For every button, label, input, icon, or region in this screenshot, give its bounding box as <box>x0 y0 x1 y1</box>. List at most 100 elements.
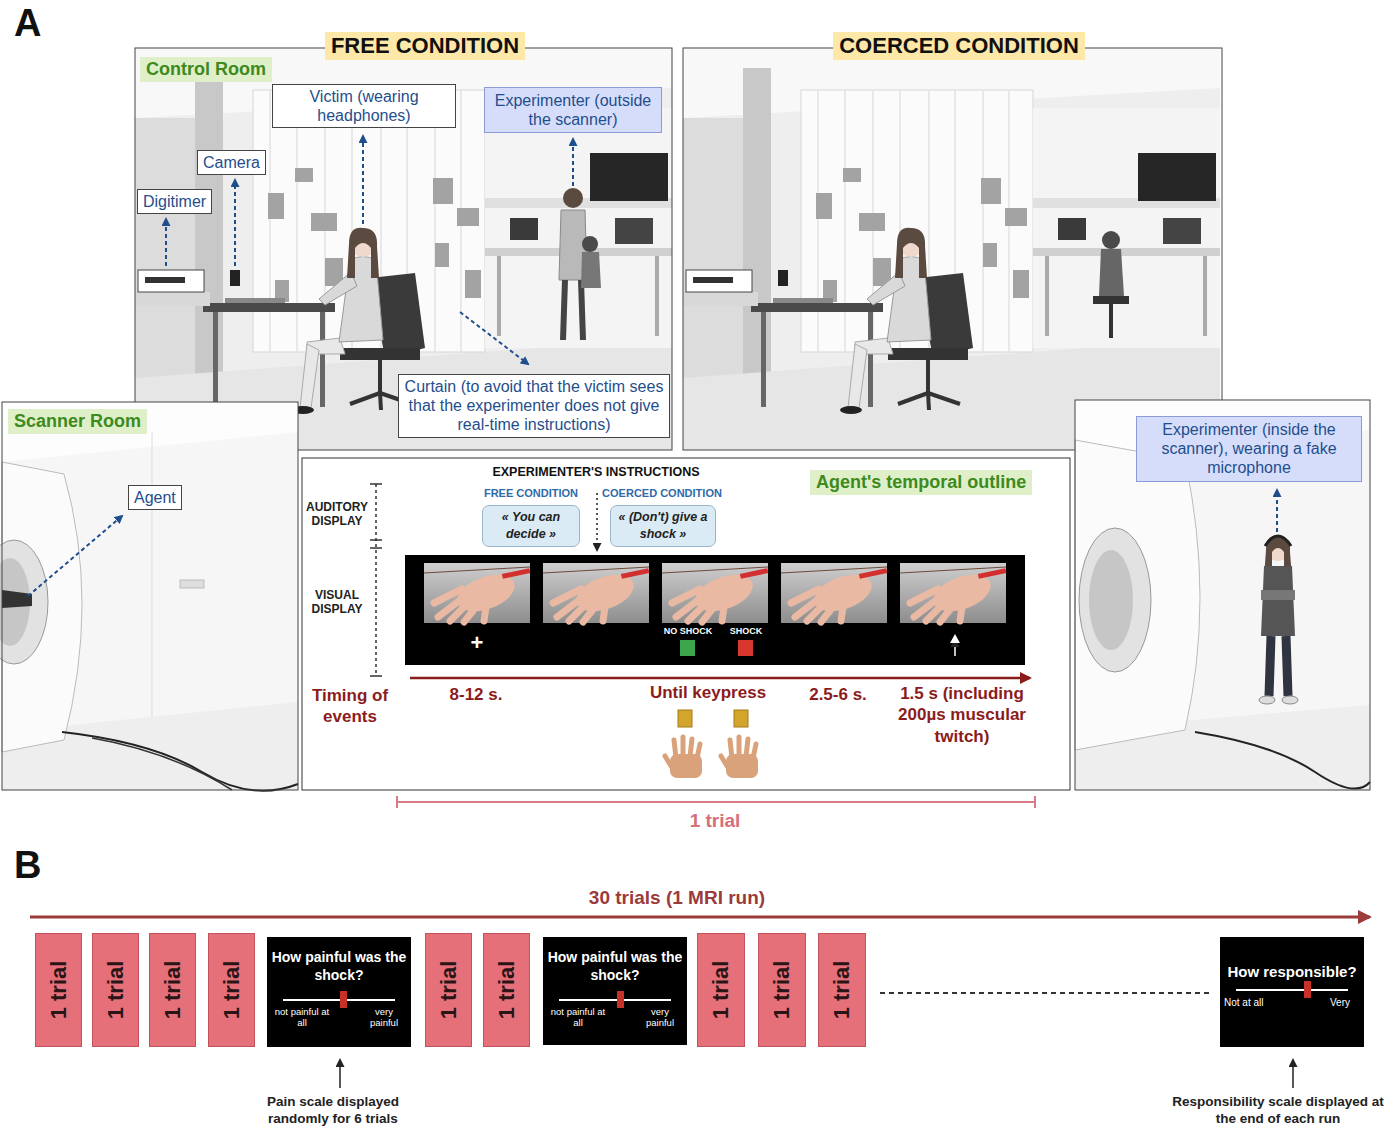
box-text: 1 trial <box>494 961 520 1020</box>
box-text: Experimenter (outside the scanner) <box>490 91 656 129</box>
illustration-part <box>396 796 398 808</box>
scale-caption: Not at all <box>1224 997 1263 1009</box>
illustration-part <box>665 737 702 778</box>
illustration-part <box>880 992 1210 994</box>
slider-line <box>559 999 671 1001</box>
illustration-part <box>370 675 382 677</box>
illustration-part <box>1034 796 1036 808</box>
timing-label: 1.5 s (including 200µs muscular twitch) <box>887 683 1037 747</box>
illustration-part <box>0 402 298 791</box>
illustration-part <box>1093 296 1129 304</box>
illustration-part <box>596 493 598 550</box>
callout-box: Curtain (to avoid that the victim sees t… <box>398 374 670 438</box>
run-label: 30 trials (1 MRI run) <box>589 887 765 909</box>
illustration-part <box>572 139 574 186</box>
illustration-part <box>234 180 236 266</box>
room-tag: Scanner Room <box>8 409 147 434</box>
box-text: How painful was the shock? <box>271 949 407 984</box>
condition-header: FREE CONDITION <box>325 32 525 60</box>
note: Pain scale displayed randomly for 6 tria… <box>251 1094 416 1128</box>
trial-box: 1 trial <box>697 933 745 1047</box>
illustration-part <box>1102 231 1120 249</box>
illustration-part <box>1259 696 1275 704</box>
box-text: COERCED CONDITION <box>839 33 1079 59</box>
illustration-part <box>397 796 1035 808</box>
illustration-part <box>180 580 204 588</box>
box-text: Control Room <box>146 59 266 80</box>
scale-caption: Very <box>1330 997 1350 1009</box>
slider-marker <box>1304 981 1311 998</box>
illustration-part <box>2 402 298 790</box>
box-text: 1 trial <box>160 961 186 1020</box>
illustration-part <box>375 484 377 676</box>
timing-label: 8-12 s. <box>450 685 503 705</box>
illustration-part <box>900 563 1006 623</box>
illustration-part <box>680 640 695 656</box>
illustration-part <box>1075 400 1370 790</box>
box-text: Experimenter (inside the scanner), weari… <box>1142 420 1356 478</box>
illustration-part <box>721 737 758 778</box>
illustration-part <box>135 48 672 450</box>
illustration-part <box>1099 249 1124 296</box>
illustration-part <box>678 710 692 727</box>
instruction-bubble: « You can decide » <box>482 505 580 547</box>
illustration-part <box>30 916 1370 919</box>
illustration-part <box>28 136 1277 596</box>
illustration-part <box>1195 732 1370 789</box>
rating-scale: How painful was the shock? not painful at… <box>267 937 411 1047</box>
illustration-part <box>738 640 753 656</box>
box-text: Digitimer <box>143 192 206 211</box>
scale-caption: not painful at all <box>271 1007 333 1029</box>
illustration-part <box>563 280 583 340</box>
illustration-part <box>165 219 167 266</box>
callout-box: Camera <box>197 150 266 175</box>
trial-box: 1 trial <box>208 933 255 1047</box>
scale-caption: very painful <box>637 1007 683 1029</box>
illustration-part <box>1269 636 1271 696</box>
trial-box: 1 trial <box>483 933 530 1047</box>
box-text: Agent <box>134 488 176 507</box>
illustration-part <box>1292 1060 1294 1088</box>
box-text: 1 trial <box>219 961 245 1020</box>
illustration-part <box>662 563 768 623</box>
illustration-part <box>370 484 382 676</box>
illustration-part <box>1109 304 1113 338</box>
illustration-part <box>410 677 1030 680</box>
slider-marker <box>340 991 347 1008</box>
fixation-cross: + <box>471 630 484 656</box>
illustration-part <box>62 732 298 791</box>
bracket-label: 1 trial <box>690 810 741 832</box>
box-text: How responsible? <box>1224 963 1360 982</box>
person-box: Experimenter (outside the scanner) <box>484 87 662 133</box>
illustration-part <box>0 540 48 664</box>
trial-box: 1 trial <box>149 933 196 1047</box>
panel-letter: A <box>14 2 41 45</box>
illustration-part <box>2 590 32 608</box>
note: Responsibility scale displayed at the en… <box>1165 1094 1391 1128</box>
person-box: Experimenter (inside the scanner), weari… <box>1136 416 1362 482</box>
box-text: « You can decide » <box>486 509 576 543</box>
box-text: Curtain (to avoid that the victim sees t… <box>404 377 664 435</box>
illustration-part <box>582 236 598 252</box>
illustration-part <box>1075 400 1370 790</box>
illustration-part <box>370 539 382 541</box>
illustration-part <box>543 563 649 623</box>
illustration-part <box>460 312 528 364</box>
illustration-part <box>302 458 1070 790</box>
illustration-part <box>135 48 672 450</box>
illustration-part <box>950 634 960 643</box>
rating-scale: How painful was the shock?not painful at… <box>543 937 687 1045</box>
box-text: Agent's temporal outline <box>816 472 1026 493</box>
illustration-part <box>781 563 887 623</box>
illustration-part <box>2 402 298 462</box>
illustration-part <box>1261 590 1295 600</box>
panel-letter: B <box>14 844 41 887</box>
illustration-part <box>92 738 232 790</box>
illustration-part <box>370 547 382 549</box>
illustration-part <box>1089 550 1133 650</box>
illustration-part <box>397 801 1035 803</box>
callout-box: Digitimer <box>137 189 212 214</box>
illustration-part <box>1093 231 1129 338</box>
illustration-part <box>1286 636 1288 696</box>
row-label: AUDITORY DISPLAY <box>304 500 370 529</box>
